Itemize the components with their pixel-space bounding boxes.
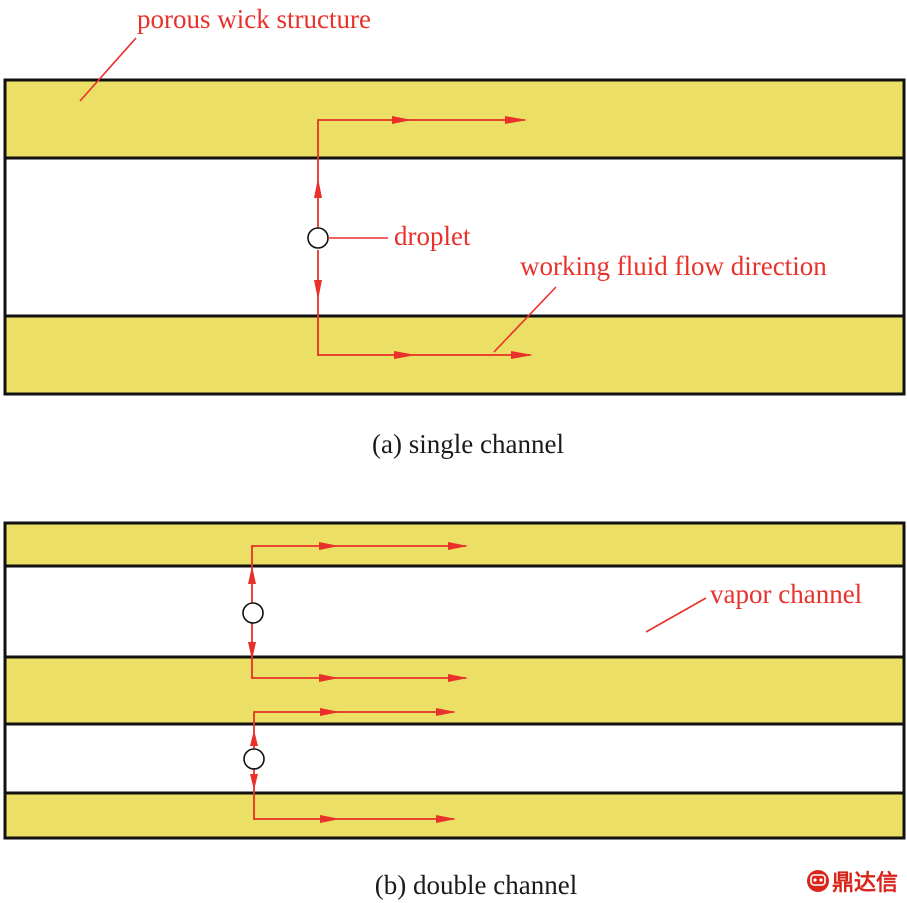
- arrow-head: [448, 542, 468, 550]
- single-channel-figure: porous wick structure droplet working fl…: [3, 4, 906, 459]
- flow-leader-line: [493, 286, 557, 353]
- wick-layer-3: [3, 791, 906, 840]
- flow-path-b2: [250, 708, 456, 823]
- arrow-head: [511, 351, 533, 359]
- droplet-marker: [243, 748, 265, 770]
- arrow-head: [314, 178, 322, 198]
- arrow-head: [319, 674, 339, 682]
- vapor-channel-2: [3, 722, 906, 795]
- arrow-head: [436, 708, 456, 716]
- arrow-head: [314, 280, 322, 300]
- arrow-head: [248, 642, 256, 660]
- vapor-channel: [3, 156, 906, 318]
- arrow-head: [319, 542, 339, 550]
- watermark-text: 鼎达信: [832, 870, 898, 896]
- vapor-leader-line: [645, 597, 707, 633]
- double-channel-figure: vapor channel (b) double channel: [3, 521, 906, 900]
- arrow-head: [250, 774, 258, 790]
- arrow-head: [394, 351, 416, 359]
- flow-path-b1: [248, 542, 468, 682]
- label-vapor-channel: vapor channel: [710, 579, 862, 609]
- droplet-marker: [242, 602, 264, 624]
- arrow-head: [392, 116, 412, 124]
- wick-layer-top: [3, 78, 906, 160]
- flow-path-a: [314, 116, 533, 359]
- wick-leader-line: [79, 37, 137, 102]
- watermark-logo: 鼎达信: [807, 870, 898, 896]
- label-porous-wick: porous wick structure: [137, 4, 371, 34]
- arrow-head: [250, 730, 258, 746]
- wick-layer-2: [3, 655, 906, 726]
- arrow-head: [320, 708, 340, 716]
- label-flow-direction: working fluid flow direction: [520, 251, 827, 281]
- arrow-head: [436, 815, 456, 823]
- arrow-head: [448, 674, 468, 682]
- caption-single-channel: (a) single channel: [372, 429, 564, 459]
- arrow-head: [505, 116, 527, 124]
- vapor-channel-1: [3, 564, 906, 659]
- caption-double-channel: (b) double channel: [375, 870, 577, 900]
- label-droplet: droplet: [394, 221, 471, 251]
- arrow-head: [248, 566, 256, 584]
- arrow-head: [320, 815, 340, 823]
